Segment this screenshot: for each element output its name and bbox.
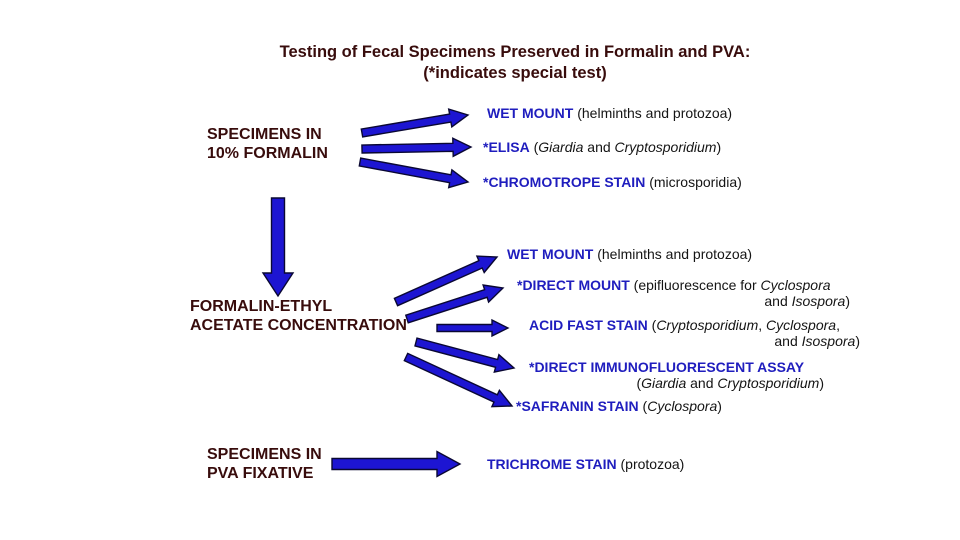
arrow-concentration-to-s2-safranin xyxy=(403,352,514,408)
node-formalin-line: 10% FORMALIN xyxy=(207,145,328,162)
test-s1-elisa-segment: *ELISA xyxy=(483,139,530,155)
test-s2-acid-segment: Cyclospora xyxy=(766,317,837,333)
test-s2-difa-line2: (Giardia and Cryptosporidium) xyxy=(636,375,824,392)
test-s3-trichrome-segment: (protozoa) xyxy=(616,456,685,472)
test-s2-acid-segment: and xyxy=(774,333,802,349)
test-s2-wet-segment: WET MOUNT xyxy=(507,246,594,262)
test-s1-elisa-segment: ( xyxy=(529,139,539,155)
test-s2-acid-segment: ACID FAST STAIN xyxy=(529,317,648,333)
test-s2-safranin-line1: *SAFRANIN STAIN (Cyclospora) xyxy=(516,398,722,415)
arrow-concentration-to-s2-difa xyxy=(414,337,516,374)
test-s2-acid-segment: Isospora xyxy=(801,333,856,349)
slide-title-line2: (*indicates special test) xyxy=(423,64,607,82)
test-s2-direct-segment: and xyxy=(764,293,792,309)
arrow-pva-to-s3-trichrome xyxy=(331,450,462,478)
test-s2-direct-line2: and Isospora) xyxy=(764,293,850,310)
test-s1-elisa-line1: *ELISA (Giardia and Cryptosporidium) xyxy=(483,139,721,156)
test-s2-acid-segment: ) xyxy=(855,333,860,349)
arrow-formalin-to-s1-chromo xyxy=(358,157,470,189)
test-s3-trichrome-segment: TRICHROME STAIN xyxy=(487,456,617,472)
test-s2-difa-segment: Giardia xyxy=(641,375,687,391)
node-concentration-line: ACETATE CONCENTRATION xyxy=(190,317,407,334)
test-s2-difa-segment: ( xyxy=(636,375,642,391)
test-s2-acid-segment: , xyxy=(758,317,767,333)
test-s2-direct-segment: *DIRECT MOUNT xyxy=(517,277,630,293)
test-s3-trichrome-line1: TRICHROME STAIN (protozoa) xyxy=(487,456,684,473)
test-s2-direct-segment: Isospora xyxy=(791,293,846,309)
test-s2-difa-segment: Cryptosporidium xyxy=(717,375,820,391)
test-s1-wet-segment: WET MOUNT xyxy=(487,105,574,121)
node-pva-line: SPECIMENS IN xyxy=(207,446,322,463)
node-pva-line: PVA FIXATIVE xyxy=(207,465,314,482)
test-s2-difa-line1: *DIRECT IMMUNOFLUORESCENT ASSAY xyxy=(529,359,804,376)
arrow-formalin-to-concentration xyxy=(261,197,295,298)
node-formalin-line: SPECIMENS IN xyxy=(207,126,322,143)
test-s1-elisa-segment: and xyxy=(583,139,615,155)
test-s1-chromo-segment: *CHROMOTROPE STAIN xyxy=(483,174,646,190)
slide-title-line1: Testing of Fecal Specimens Preserved in … xyxy=(279,43,751,61)
test-s2-direct-segment: (epifluorescence for xyxy=(629,277,761,293)
test-s1-wet-line1: WET MOUNT (helminths and protozoa) xyxy=(487,105,732,122)
test-s2-acid-line2: and Isospora) xyxy=(774,333,860,350)
test-s1-elisa-segment: Cryptosporidium xyxy=(614,139,717,155)
arrow-concentration-to-s2-direct xyxy=(404,284,505,324)
test-s2-direct-segment: Cyclospora xyxy=(760,277,831,293)
test-s2-direct-line1: *DIRECT MOUNT (epifluorescence for Cyclo… xyxy=(517,277,831,294)
arrow-concentration-to-s2-wet xyxy=(393,255,499,307)
test-s2-difa-segment: *DIRECT IMMUNOFLUORESCENT ASSAY xyxy=(529,359,805,375)
test-s2-wet-segment: (helminths and protozoa) xyxy=(593,246,753,262)
test-s2-safranin-segment: *SAFRANIN STAIN xyxy=(516,398,639,414)
test-s2-acid-segment: ( xyxy=(647,317,657,333)
node-concentration: FORMALIN-ETHYL ACETATE CONCENTRATION xyxy=(190,297,407,335)
test-s1-chromo-segment: (microsporidia) xyxy=(645,174,742,190)
test-s2-safranin-segment: Cyclospora xyxy=(647,398,718,414)
test-s1-elisa-segment: ) xyxy=(716,139,722,155)
arrow-formalin-to-s1-elisa xyxy=(361,137,473,158)
test-s1-elisa-segment: Giardia xyxy=(538,139,584,155)
test-s1-chromo-line1: *CHROMOTROPE STAIN (microsporidia) xyxy=(483,174,742,191)
slide-title: Testing of Fecal Specimens Preserved in … xyxy=(95,42,935,84)
test-s2-wet-line1: WET MOUNT (helminths and protozoa) xyxy=(507,246,752,263)
test-s2-difa-segment: ) xyxy=(819,375,824,391)
test-s2-acid-segment: , xyxy=(836,317,840,333)
arrow-formalin-to-s1-wet xyxy=(360,108,470,138)
test-s1-wet-segment: (helminths and protozoa) xyxy=(573,105,733,121)
test-s2-safranin-segment: ( xyxy=(638,398,648,414)
test-s2-direct-segment: ) xyxy=(845,293,850,309)
test-s2-difa-segment: and xyxy=(686,375,718,391)
node-concentration-line: FORMALIN-ETHYL xyxy=(190,298,333,315)
arrow-concentration-to-s2-acid xyxy=(436,318,510,338)
test-s2-acid-segment: Cryptosporidium xyxy=(656,317,759,333)
test-s2-acid-line1: ACID FAST STAIN (Cryptosporidium, Cyclos… xyxy=(529,317,840,334)
test-s2-safranin-segment: ) xyxy=(717,398,722,414)
node-formalin: SPECIMENS IN 10% FORMALIN xyxy=(207,125,328,163)
node-pva: SPECIMENS IN PVA FIXATIVE xyxy=(207,445,322,483)
